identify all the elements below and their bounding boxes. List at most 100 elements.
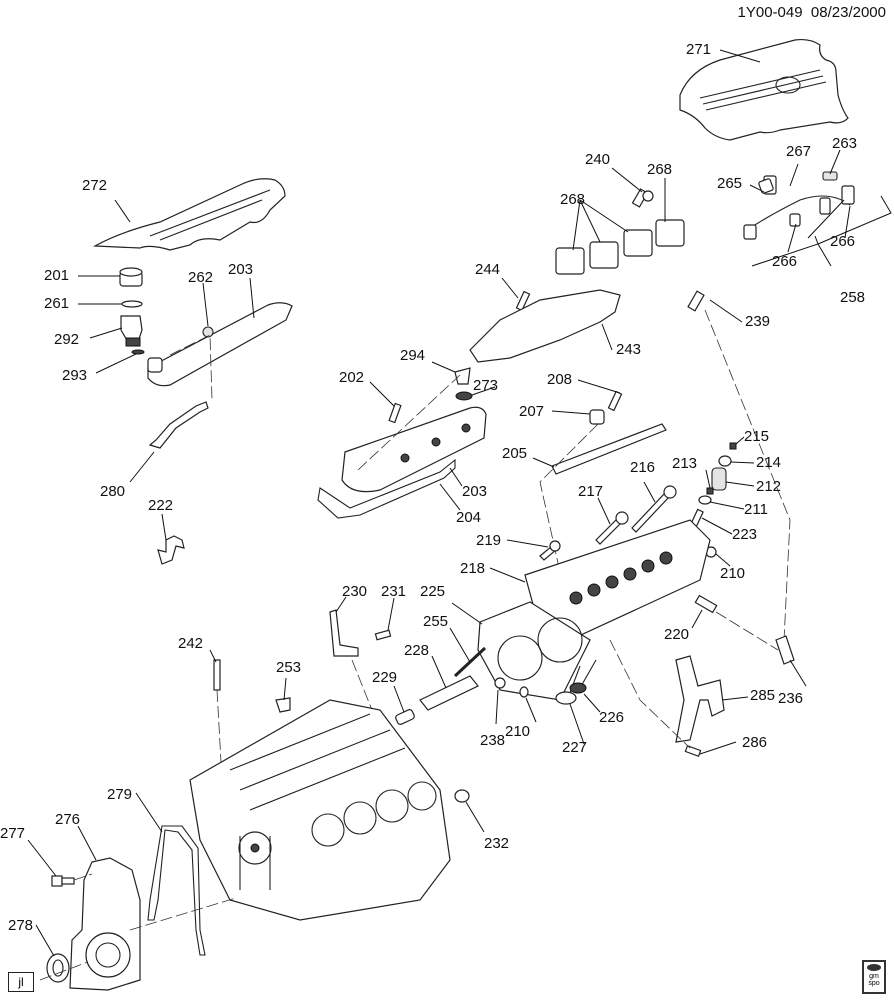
callout-226[interactable]: 226	[599, 709, 625, 726]
callout-231[interactable]: 231	[381, 583, 407, 600]
part-210-plug-b[interactable]	[519, 686, 529, 698]
callout-265[interactable]: 265	[717, 175, 743, 192]
part-292-oil-fill-tube[interactable]	[120, 315, 143, 347]
callout-215[interactable]: 215	[744, 428, 770, 445]
callout-268b[interactable]: 268	[647, 161, 673, 178]
part-261-o-ring[interactable]	[121, 300, 143, 308]
callout-266a[interactable]: 266	[772, 253, 798, 270]
callout-292[interactable]: 292	[54, 331, 80, 348]
callout-255[interactable]: 255	[423, 613, 449, 630]
callout-266b[interactable]: 266	[830, 233, 856, 250]
callout-236[interactable]: 236	[778, 690, 804, 707]
engine-block[interactable]	[189, 699, 451, 921]
part-228-rocker-arm[interactable]	[419, 675, 479, 711]
part-207-support[interactable]	[589, 409, 605, 425]
callout-212[interactable]: 212	[756, 478, 782, 495]
part-294-oil-fill-plug[interactable]	[454, 367, 471, 385]
callout-258[interactable]: 258	[840, 289, 866, 306]
callout-214[interactable]: 214	[756, 454, 782, 471]
part-273-seal[interactable]	[455, 391, 473, 401]
callout-220[interactable]: 220	[664, 626, 690, 643]
part-203-left-valve-cover[interactable]	[147, 302, 293, 387]
callout-277[interactable]: 277	[0, 825, 26, 842]
callout-293[interactable]: 293	[62, 367, 88, 384]
part-231-bolt[interactable]	[374, 629, 392, 641]
callout-227[interactable]: 227	[562, 739, 588, 756]
callout-213[interactable]: 213	[672, 455, 698, 472]
part-222-pcv-tube[interactable]	[157, 535, 185, 565]
callout-273[interactable]: 273	[473, 377, 499, 394]
part-280-pcv-hose[interactable]	[148, 401, 209, 449]
part-239-wire-boot[interactable]	[687, 290, 705, 312]
callout-286[interactable]: 286	[742, 734, 768, 751]
part-213-stem-seal[interactable]	[706, 487, 714, 495]
callout-223[interactable]: 223	[732, 526, 758, 543]
part-211-spring-shim[interactable]	[698, 495, 712, 505]
callout-225[interactable]: 225	[420, 583, 446, 600]
part-272-left-engine-cover[interactable]	[92, 178, 286, 251]
part-277-bolt[interactable]	[51, 875, 75, 887]
callout-242[interactable]: 242	[178, 635, 204, 652]
callout-271[interactable]: 271	[686, 41, 712, 58]
part-238-bolt[interactable]	[494, 677, 506, 689]
part-204-valve-cover-gasket[interactable]	[317, 458, 456, 519]
callout-268a[interactable]: 268	[560, 191, 586, 208]
callout-203b[interactable]: 203	[462, 483, 488, 500]
callout-211[interactable]: 211	[744, 501, 768, 518]
callout-294[interactable]: 294	[400, 347, 426, 364]
callout-262[interactable]: 262	[188, 269, 214, 286]
part-278-front-seal[interactable]	[46, 953, 70, 983]
callout-263[interactable]: 263	[832, 135, 858, 152]
callout-279[interactable]: 279	[107, 786, 133, 803]
callout-203[interactable]: 203	[228, 261, 254, 278]
part-230-bracket[interactable]	[329, 609, 359, 657]
part-203-right-valve-cover[interactable]	[341, 406, 487, 493]
part-212-valve-spring[interactable]	[711, 467, 727, 491]
part-279-front-cover-gasket[interactable]	[147, 825, 206, 956]
part-215-valve-key[interactable]	[729, 442, 737, 450]
callout-218[interactable]: 218	[460, 560, 486, 577]
callout-228[interactable]: 228	[404, 642, 430, 659]
callout-207[interactable]: 207	[519, 403, 545, 420]
part-285-lift-bracket[interactable]	[675, 655, 725, 743]
callout-219[interactable]: 219	[476, 532, 502, 549]
callout-244[interactable]: 244	[475, 261, 501, 278]
part-293-seal[interactable]	[131, 349, 145, 355]
part-253-plug[interactable]	[275, 697, 291, 713]
part-243-coil-bracket[interactable]	[469, 289, 621, 363]
part-268-ignition-coils[interactable]	[555, 219, 685, 275]
callout-267[interactable]: 267	[786, 143, 812, 160]
callout-238[interactable]: 238	[480, 732, 506, 749]
callout-276[interactable]: 276	[55, 811, 81, 828]
callout-261[interactable]: 261	[44, 295, 70, 312]
part-226-exhaust-valve[interactable]	[569, 659, 597, 694]
callout-216[interactable]: 216	[630, 459, 656, 476]
part-214-spring-cap[interactable]	[718, 455, 732, 467]
callout-285[interactable]: 285	[750, 687, 776, 704]
callout-229[interactable]: 229	[372, 669, 398, 686]
callout-210b[interactable]: 210	[505, 723, 531, 740]
part-208-bolt[interactable]	[607, 390, 623, 412]
part-232-plug[interactable]	[454, 789, 470, 803]
callout-208[interactable]: 208	[547, 371, 573, 388]
callout-232[interactable]: 232	[484, 835, 510, 852]
callout-202[interactable]: 202	[339, 369, 365, 386]
part-236-spark-plug-wire[interactable]	[775, 635, 795, 665]
part-216-head-bolt[interactable]	[631, 491, 671, 533]
callout-278[interactable]: 278	[8, 917, 34, 934]
part-205-pivot-support[interactable]	[551, 423, 667, 475]
callout-253[interactable]: 253	[276, 659, 302, 676]
callout-222[interactable]: 222	[148, 497, 174, 514]
part-220-spark-plug[interactable]	[694, 594, 718, 614]
callout-239[interactable]: 239	[745, 313, 771, 330]
callout-240[interactable]: 240	[585, 151, 611, 168]
part-202-bolt[interactable]	[388, 402, 402, 424]
part-271-right-engine-cover[interactable]	[679, 38, 849, 141]
part-244-stud[interactable]	[515, 290, 531, 312]
part-242-stud[interactable]	[213, 659, 221, 691]
part-201-oil-fill-cap[interactable]	[119, 267, 143, 287]
callout-204[interactable]: 204	[456, 509, 482, 526]
callout-205[interactable]: 205	[502, 445, 528, 462]
callout-201[interactable]: 201	[44, 267, 70, 284]
part-286-bolt[interactable]	[684, 745, 702, 757]
